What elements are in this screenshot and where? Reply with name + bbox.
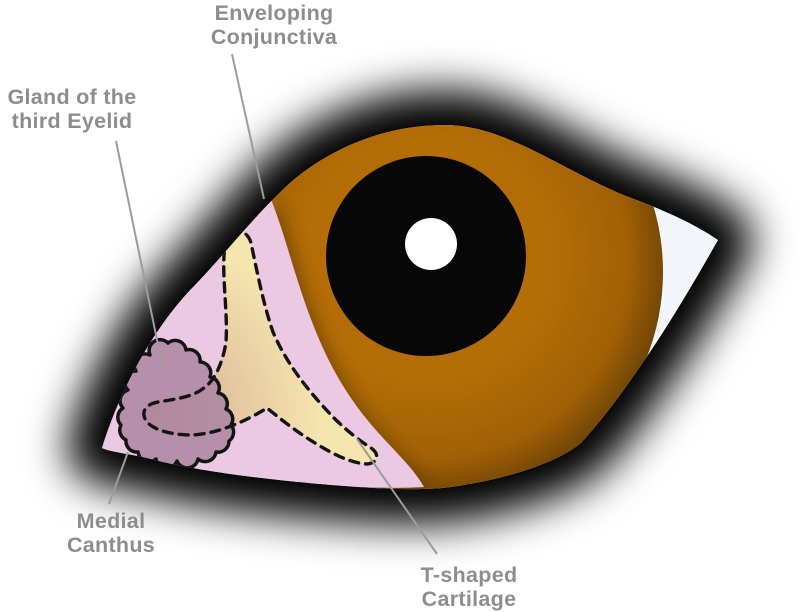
label-line: third Eyelid xyxy=(11,109,133,133)
leader-line-enveloping-conjunctiva xyxy=(231,53,265,200)
medial-canthus-label: Medial Canthus xyxy=(67,509,155,557)
gland-of-third-eyelid-label: Gland of the third Eyelid xyxy=(7,85,136,133)
label-line: Medial xyxy=(76,509,146,533)
enveloping-conjunctiva-label: Enveloping Conjunctiva xyxy=(211,1,337,49)
t-shaped-cartilage-label: T-shaped Cartilage xyxy=(421,563,518,611)
label-line: T-shaped xyxy=(420,563,518,587)
leader-line-t-shaped-cartilage xyxy=(356,438,438,555)
label-line: Cartilage xyxy=(421,587,517,611)
label-line: Conjunctiva xyxy=(210,25,338,49)
pupil-highlight-icon xyxy=(405,218,457,270)
leader-line-medial-canthus xyxy=(108,451,129,505)
label-line: Canthus xyxy=(66,533,156,557)
label-line: Gland of the xyxy=(7,85,137,109)
label-line: Enveloping xyxy=(214,1,334,25)
leader-line-gland-of-third-eyelid xyxy=(115,140,164,370)
t-shaped-cartilage-dashed-outline xyxy=(142,229,379,466)
